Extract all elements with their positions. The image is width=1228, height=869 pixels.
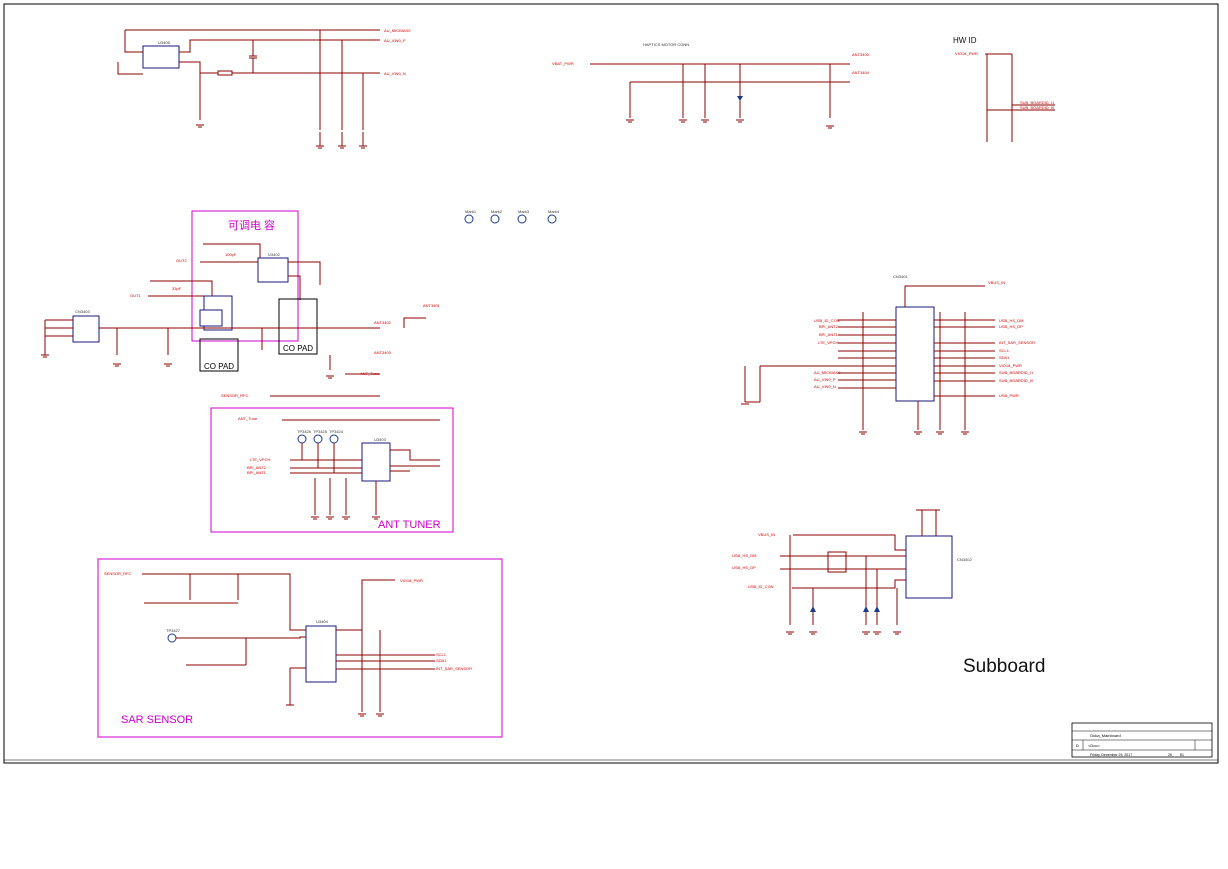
rf-switch-ref: U3403	[374, 437, 387, 442]
cn3401-ref: CN3401	[893, 274, 908, 279]
net-scl1-r: SCL1	[999, 348, 1010, 353]
tp3427: TP3427	[166, 628, 181, 633]
net-sda1: SDA1	[436, 658, 447, 663]
net-lte-vpch: LTE_VPCH	[250, 457, 270, 462]
net-scl1: SCL1	[436, 652, 447, 657]
net-bpi-ant1-b: BPI_ANT1	[819, 332, 839, 337]
net-hs-dm-b: USB_HS_DM	[732, 553, 756, 558]
net-bpi-ant2-b: BPI_ANT2	[819, 324, 839, 329]
co-pad-2-label: CO PAD	[283, 344, 313, 353]
cn3402-ref: CN3402	[957, 557, 972, 562]
net-vin-p: AU_VIN0_P	[384, 38, 406, 43]
ant-pad-b: ANT3403	[374, 350, 392, 355]
net-bpi-ant2: BPI_ANT2	[247, 465, 267, 470]
haptics-title: HAPTICS MOTOR CONN	[643, 42, 689, 47]
net-out1: OUT1	[130, 293, 141, 298]
net-vin-n-b: AU_VIN0_N	[814, 384, 836, 389]
haptics-pad-1: ANT3405	[852, 52, 870, 57]
hw-id-title: HW ID	[953, 36, 977, 45]
net-out2: OUT2	[176, 258, 187, 263]
sar-sensor-section: SAR SENSOR U3404 SENSOR_RFC TP3427 VIO18…	[97, 558, 503, 738]
net-micbias-b: AU_MICBIAS0	[814, 370, 841, 375]
sub-conn-section: CN3401 VBUS_IN USB_ID_CON BPI_ANT2 BPI_A…	[741, 274, 1035, 435]
title-block-sheet-no: 26	[1168, 753, 1172, 757]
net-sensor-rfc: SENSOR_RFC	[221, 393, 248, 398]
tp3424: TP3424	[329, 429, 344, 434]
net-sensor-rfc-2: SENSOR_RFC	[104, 571, 131, 576]
title-block-sheet: <Doc>	[1088, 743, 1100, 748]
tunable-cap-section: 可调电 容 U3402 100pF 33pF OUT2 OUT1 CO PAD …	[41, 210, 441, 398]
cap-100pf: 100pF	[225, 252, 237, 257]
net-subid1-r: SUB_BOARDID_I1	[999, 370, 1034, 375]
net-bpi-ant1: BPI_ANT1	[247, 470, 267, 475]
net-subid0-r: SUB_BOARDID_I0	[999, 378, 1034, 383]
mount-marks: Mark1 Mark2 Mark3 Mark4	[464, 209, 560, 224]
usb-section: CN3402 VBUS_IN USB_HS_DM USB_HS_DP USB_I…	[732, 509, 972, 635]
sar-box	[97, 558, 503, 738]
net-hs-dp-b: USB_HS_DP	[732, 565, 756, 570]
ant-tuner-title: ANT TUNER	[378, 519, 441, 531]
net-hs-dm-r: USB_HS_DM	[999, 318, 1023, 323]
mark2: Mark2	[491, 209, 503, 214]
co-pad-1	[199, 338, 239, 372]
sar-ic-ref: U3404	[316, 619, 329, 624]
mic-ldo-ref: U3405	[158, 40, 171, 45]
u3402-ref: U3402	[268, 252, 281, 257]
net-vio18-sar: VIO18_PWR	[400, 578, 423, 583]
net-subid-0: SUB_BOARDID_I0	[1020, 105, 1055, 110]
sar-title: SAR SENSOR	[121, 714, 193, 726]
net-int-sar-r: INT_SAR_SENSOR	[999, 340, 1035, 345]
title-block-date: Friday, December 29, 2017	[1090, 753, 1132, 757]
net-usb-id: USB_ID_CON	[814, 318, 840, 323]
net-ant-tune-1: ANT_Tune	[360, 371, 380, 376]
title-block-title: Ouka_Mainboard	[1090, 733, 1121, 738]
net-vbat: VBAT_PWR	[552, 61, 574, 66]
net-vio18: VIO18_PWR	[955, 51, 978, 56]
tunable-cap-title: 可调电 容	[228, 218, 275, 232]
net-lte-vpch-b: LTE_VPCH	[818, 340, 838, 345]
net-subid-1: SUB_BOARDID_I1	[1020, 100, 1055, 105]
haptics-pad-2: ANT3404	[852, 70, 870, 75]
net-usb-pwr-r: USB_PWR	[999, 393, 1019, 398]
mark4: Mark4	[548, 209, 560, 214]
net-int-sar: INT_SAR_SENSOR	[436, 666, 472, 671]
subboard-title: Subboard	[963, 656, 1045, 677]
co-pad-2	[278, 298, 318, 355]
co-pad-1-label: CO PAD	[204, 362, 234, 371]
mic-bias-circuit: U3405 AU_MICBIAS0 AU_VIN0_P AU_VIN0_N	[117, 28, 411, 149]
title-block-of: 81	[1180, 753, 1184, 757]
haptics-circuit: HAPTICS MOTOR CONN VBAT_PWR ANT3405 ANT3…	[552, 42, 870, 129]
cn3403-ref: CN3403	[75, 309, 90, 314]
hw-id-circuit: HW ID VIO18_PWR SUB_BOARDID_I1 SUB_BOARD…	[953, 36, 1055, 142]
sheet-frame	[3, 3, 1219, 764]
ant3401-ref: ANT3401	[423, 303, 441, 308]
net-vbus-b: VBUS_IN	[758, 532, 775, 537]
ant-tuner-box	[210, 407, 454, 533]
cap-33pf: 33pF	[172, 286, 182, 291]
mark1: Mark1	[465, 209, 477, 214]
title-block-size: D	[1076, 743, 1079, 748]
net-vin-n: AU_VIN0_N	[384, 71, 406, 76]
tp3425: TP3425	[313, 429, 328, 434]
tp3426: TP3426	[297, 429, 312, 434]
net-hs-dp-r: USB_HS_DP	[999, 324, 1023, 329]
mark3: Mark3	[518, 209, 530, 214]
net-usb-id-b: USB_ID_CON	[748, 584, 774, 589]
net-vio18-r: VIO18_PWR	[999, 363, 1022, 368]
title-block: Ouka_Mainboard D <Doc> Friday, December …	[1071, 722, 1213, 758]
net-ant-tune-2: ANT_Tune	[238, 416, 258, 421]
net-vbus-top: VBUS_IN	[988, 280, 1005, 285]
net-vin-p-b: AU_VIN0_P	[814, 377, 836, 382]
net-sda1-r: SDA1	[999, 355, 1010, 360]
net-micbias: AU_MICBIAS0	[384, 28, 411, 33]
ant-pad-a: ANT3402	[374, 320, 392, 325]
ant-tuner-section: ANT TUNER U3403 ANT_Tune TP3426 TP3425 T…	[210, 407, 454, 533]
